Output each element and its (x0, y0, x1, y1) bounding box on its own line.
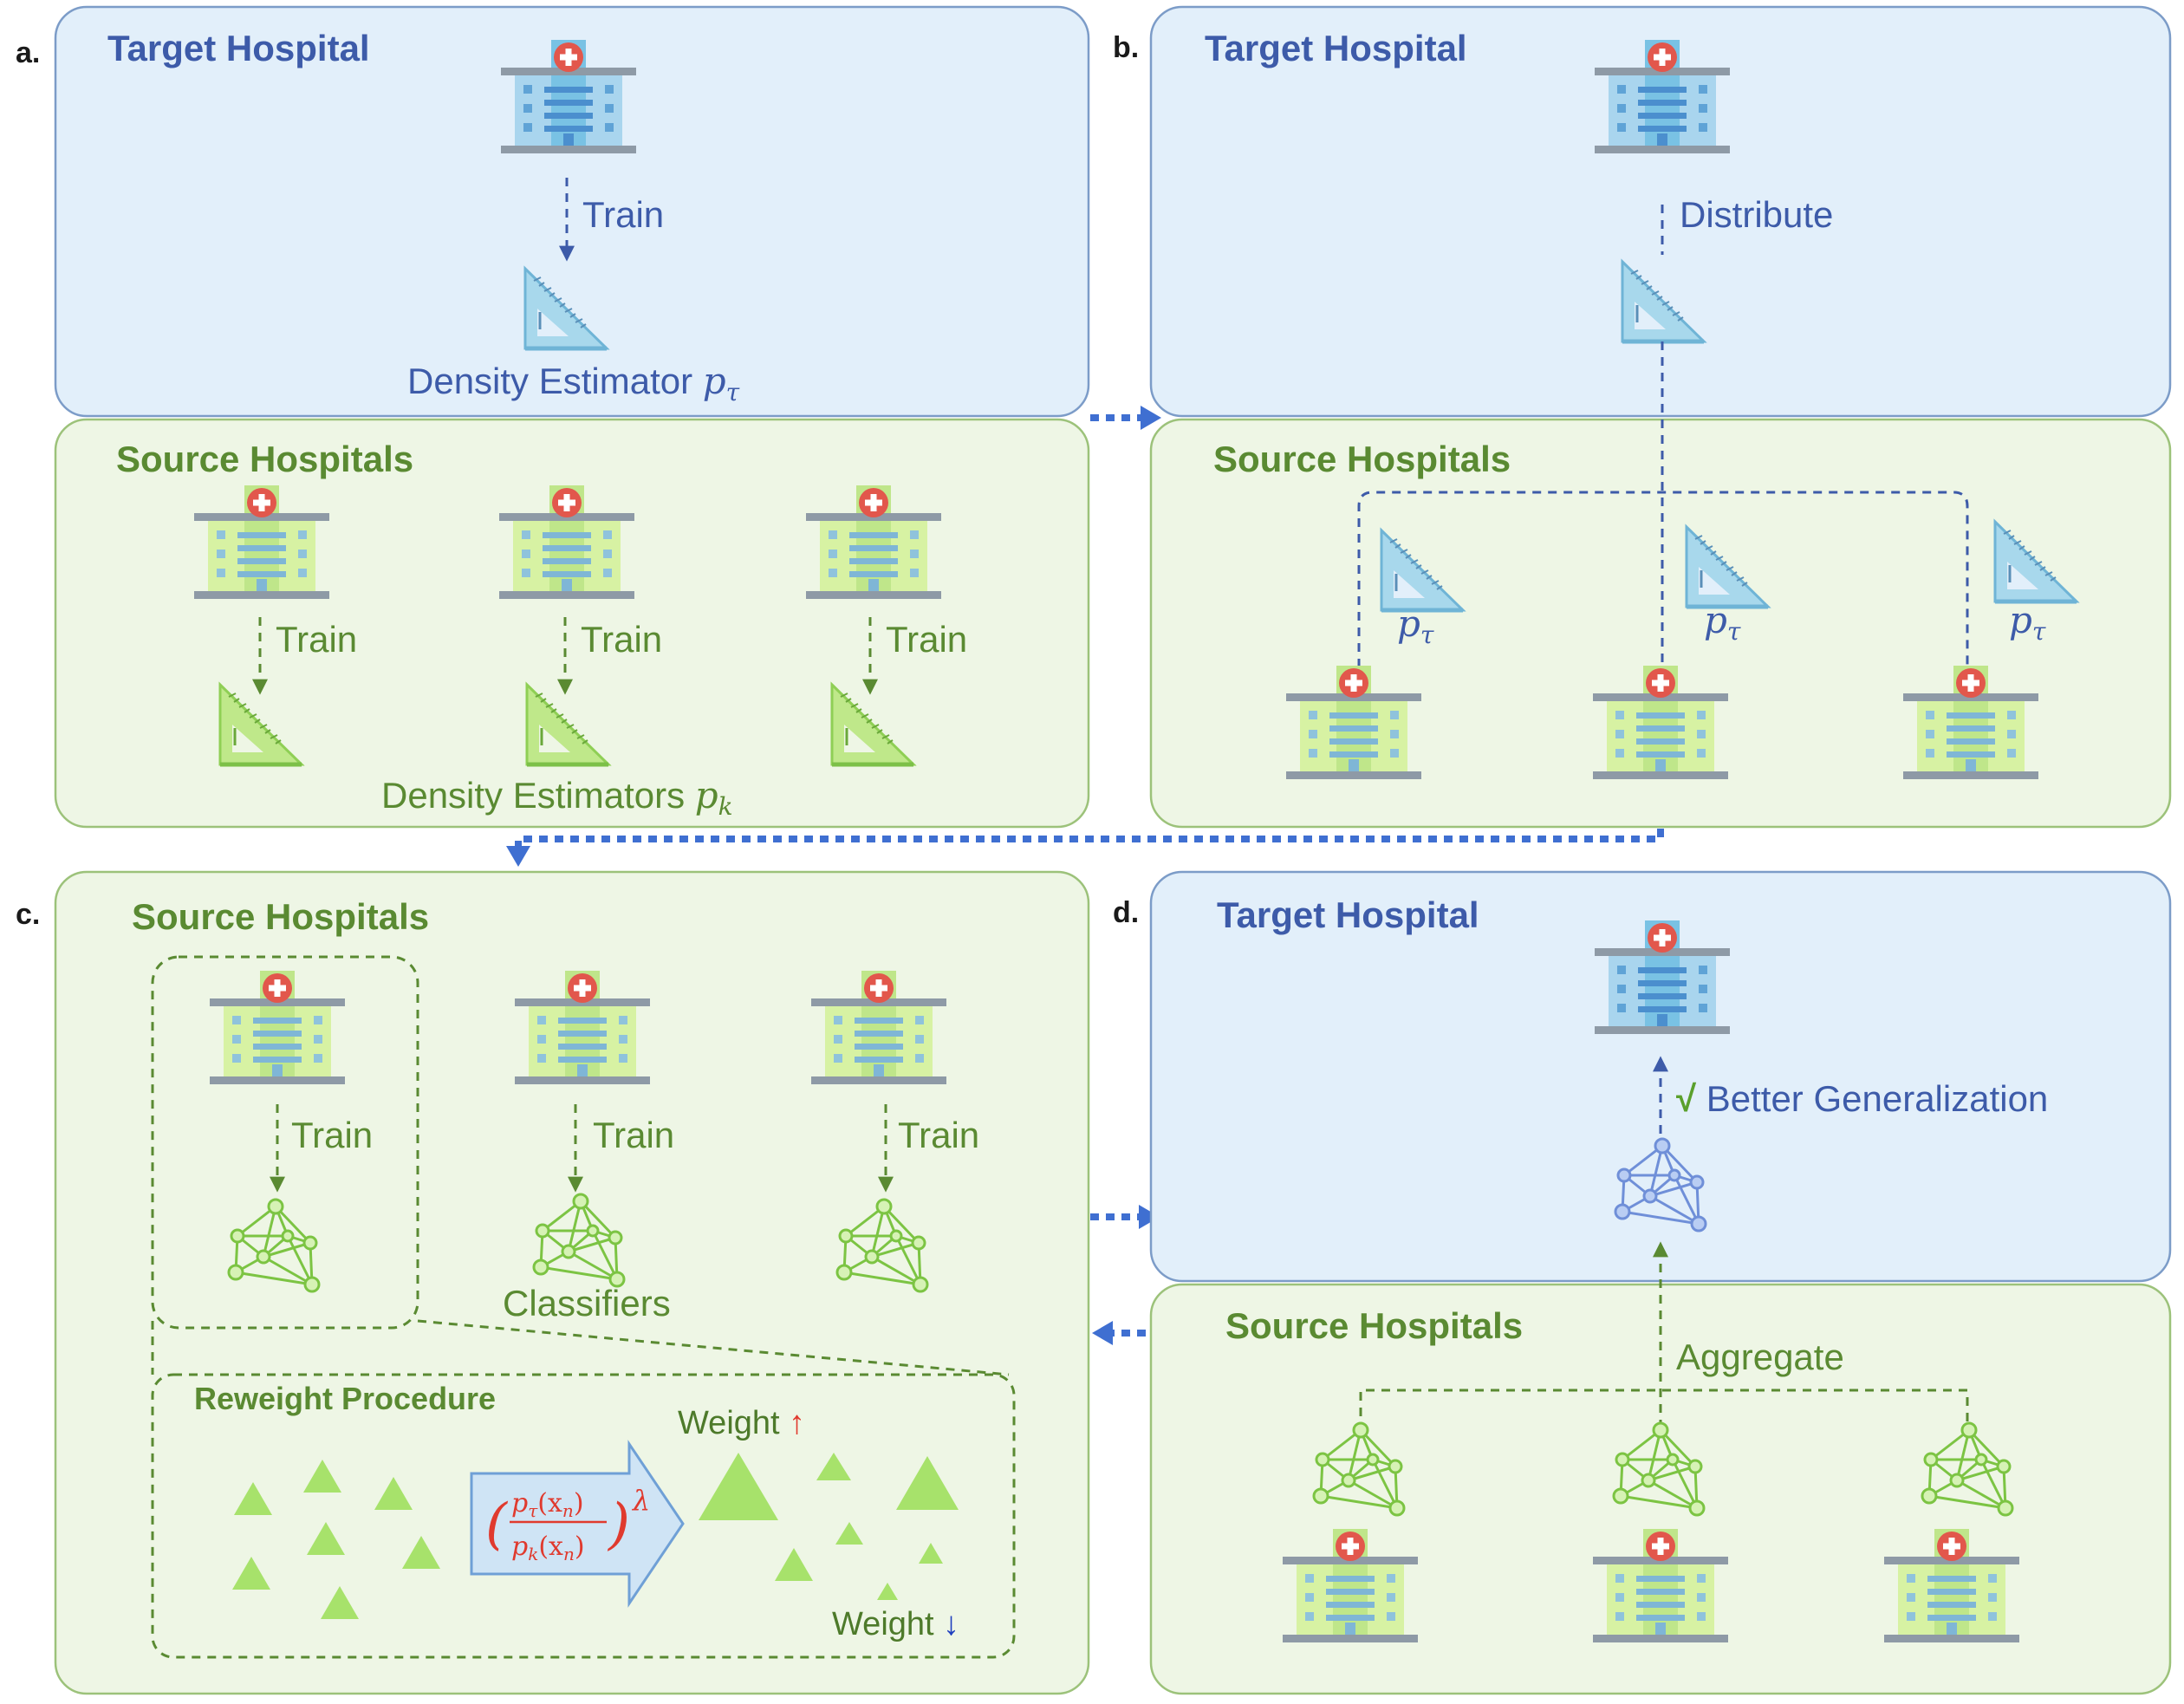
panel-c-letter: c. (16, 898, 40, 931)
reweight-formula: ( pτ(xn) pk(xn) ) λ (485, 1484, 650, 1564)
target-hospital-title: Target Hospital (107, 28, 370, 68)
source-hospitals-title: Source Hospitals (116, 439, 413, 479)
train-label: Train (291, 1115, 373, 1155)
train-label: Train (593, 1115, 674, 1155)
highlight-box (151, 955, 419, 1330)
panel-b: b. Target Hospital Distribute Source Hos… (1113, 5, 2172, 829)
panel-d: d. Target Hospital √ Better Generalizati… (1113, 870, 2172, 1695)
source-hospitals-title: Source Hospitals (132, 896, 429, 937)
reweight-procedure-box (151, 1373, 1016, 1659)
panel-a: a. Target Hospital Train Density Estimat… (16, 5, 1090, 829)
flow-arrow-head (506, 846, 530, 867)
reweight-procedure-title: Reweight Procedure (194, 1381, 496, 1416)
weight-up-label: Weight ↑ (678, 1405, 805, 1441)
target-hospital-panel (54, 5, 1090, 418)
train-label: Train (276, 619, 357, 660)
svg-text:): ) (607, 1493, 630, 1557)
panel-a-letter: a. (16, 36, 40, 69)
samples-after (699, 1453, 959, 1600)
classifiers-label: Classifiers (503, 1283, 671, 1324)
target-hospital-title: Target Hospital (1205, 28, 1467, 68)
flow-arrow-head (1139, 1205, 1160, 1229)
train-label: Train (581, 619, 662, 660)
target-hospital-title: Target Hospital (1217, 894, 1479, 935)
distribute-label: Distribute (1680, 194, 1833, 235)
source-hospitals-title: Source Hospitals (1225, 1305, 1523, 1346)
better-generalization-label: √ Better Generalization (1676, 1078, 2048, 1119)
source-hospitals-title: Source Hospitals (1213, 439, 1511, 479)
flow-arrow-head (1141, 406, 1161, 430)
target-hospital-panel (1149, 5, 2172, 418)
aggregate-lines (1359, 1389, 1969, 1432)
train-label: Train (582, 194, 664, 235)
estimator-symbol: pτ (1397, 602, 1434, 649)
estimator-symbol: pτ (1704, 599, 1741, 646)
distribution-lines (1357, 341, 1969, 667)
train-label: Train (886, 619, 967, 660)
estimator-symbol: pτ (2009, 599, 2046, 646)
flow-arrow-head (1092, 1321, 1113, 1345)
weight-down-label: Weight ↓ (832, 1606, 959, 1642)
flow-arrow-b-to-c (515, 829, 1664, 848)
svg-text:pk(xn): pk(xn) (511, 1532, 585, 1564)
samples-before (232, 1460, 440, 1619)
panel-c: c. Source Hospitals Train Train Train Cl… (16, 870, 1090, 1695)
aggregate-label: Aggregate (1676, 1337, 1844, 1377)
density-estimators-label: Density Estimators pk (381, 774, 733, 821)
svg-text:λ: λ (631, 1484, 650, 1517)
panel-b-letter: b. (1113, 31, 1139, 64)
zoom-line (417, 1319, 1010, 1376)
train-label: Train (898, 1115, 979, 1155)
reweight-arrow (470, 1440, 685, 1608)
svg-text:pτ(xn): pτ(xn) (511, 1488, 584, 1521)
density-estimator-label: Density Estimator pτ (407, 360, 740, 406)
panel-d-letter: d. (1113, 896, 1139, 929)
svg-text:(: ( (485, 1493, 509, 1557)
